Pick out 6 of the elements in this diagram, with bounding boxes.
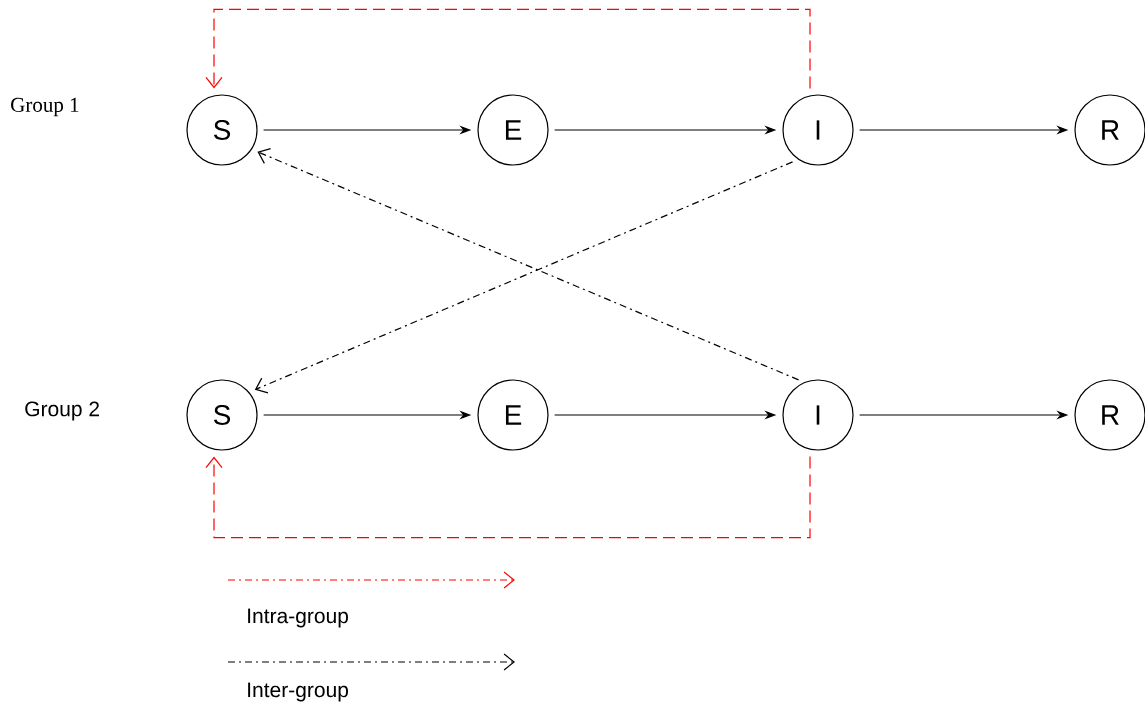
- legend-label: Inter-group: [248, 682, 349, 702]
- arrow: [205, 456, 811, 539]
- legend-label: Intra-group: [248, 608, 349, 628]
- group-label: Group 1: [11, 97, 79, 117]
- group-label: Group 2: [25, 401, 99, 421]
- arrow: [205, 8, 811, 89]
